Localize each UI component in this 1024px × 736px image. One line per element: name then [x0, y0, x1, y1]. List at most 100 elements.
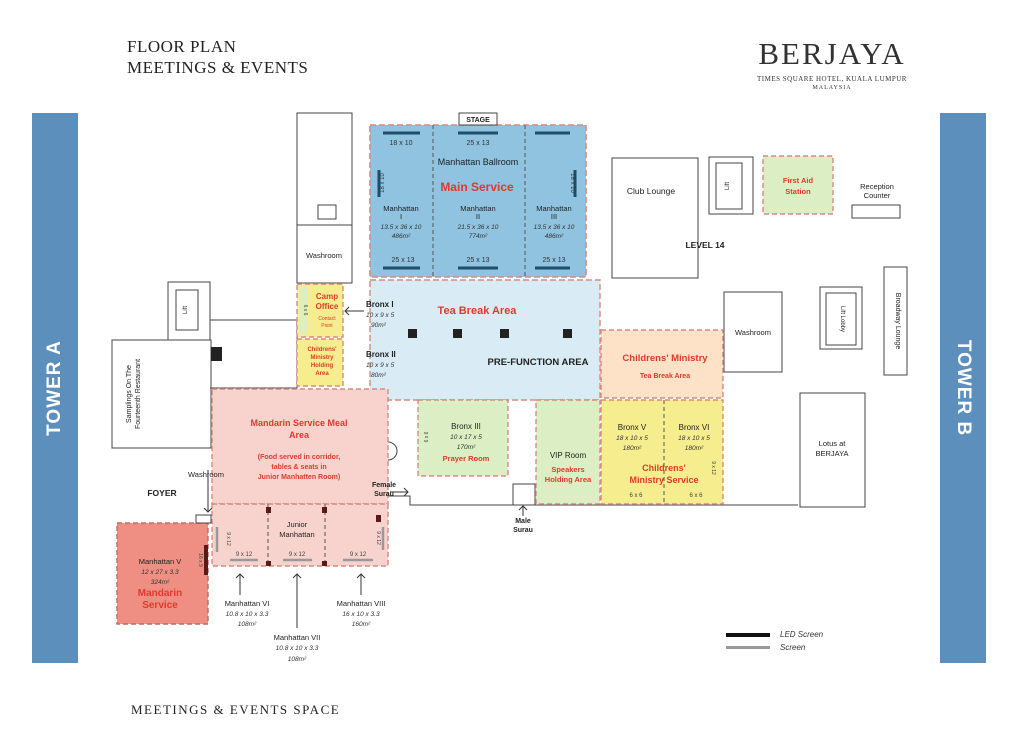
dims-label: 9 x 12	[350, 552, 367, 558]
childrens-holding-label: Childrens'	[307, 347, 337, 353]
female-surau-label: Surau	[374, 491, 394, 498]
lift-icon	[175, 289, 199, 331]
room-label: III	[551, 212, 557, 221]
manhattan-ballroom[interactable]	[369, 124, 587, 278]
manhattan-v-label: Manhattan V	[139, 557, 182, 566]
childrens-holding-label: Ministry	[310, 355, 334, 361]
screen-legend-swatch	[726, 646, 770, 649]
led-screen-mark	[211, 347, 222, 361]
bronx-iii-side-dims: 6 x 6	[424, 431, 430, 442]
room-area: 486m²	[392, 233, 411, 240]
tower-b-bar: TOWER B	[940, 113, 986, 663]
mandarin-meal-label: Mandarin Service Meal	[250, 418, 347, 428]
samplings-room	[111, 339, 212, 449]
led-screen-mark	[322, 561, 327, 566]
club-lounge-room	[611, 157, 699, 279]
junior-manhattan-strip[interactable]	[211, 503, 389, 567]
brand-country: MALAYSIA	[812, 85, 852, 91]
led-screen-mark	[563, 329, 572, 338]
lift-label: Lift	[183, 306, 189, 314]
childrens-holding-label: Area	[315, 371, 329, 377]
room-label: Manhattan	[383, 204, 418, 213]
childrens-holding-room[interactable]	[296, 338, 344, 387]
level-label: LEVEL 14	[685, 240, 724, 250]
lotus-label: Lotus at	[819, 439, 847, 448]
prefunction-label: PRE-FUNCTION AREA	[488, 357, 589, 368]
manhattan-viii-dims: 16 x 10 x 3.3	[342, 611, 380, 618]
room-label: I	[400, 212, 402, 221]
camp-office-label: Office	[316, 302, 339, 311]
vip-room-note: Holding Area	[545, 475, 592, 484]
page-title: FLOOR PLAN MEETINGS & EVENTS	[127, 36, 308, 78]
arrow-icon	[518, 505, 528, 516]
childrens-tea-label: Childrens' Ministry	[622, 353, 708, 364]
bronx-v-area: 180m²	[623, 445, 642, 452]
room-dims: 13.5 x 36 x 10	[534, 224, 575, 231]
dims-label: 9 x 12	[375, 531, 381, 545]
manhattan-v-dims: 12 x 27 x 3.3	[141, 569, 179, 576]
manhattan-v-area: 324m²	[151, 579, 170, 586]
ballroom-dims-label: 25 x 13	[467, 140, 490, 147]
foyer-label: FOYER	[147, 488, 176, 498]
childrens-tea-area[interactable]	[600, 329, 724, 399]
manhattan-vi-label: Manhattan VI	[225, 599, 270, 608]
samplings-label: Fourteenth Restaurant	[135, 359, 142, 429]
lift-label: Lift	[725, 182, 731, 190]
tea-break-label: Tea Break Area	[438, 305, 518, 317]
mandarin-meal-area[interactable]	[211, 388, 389, 505]
room-label: II	[476, 212, 480, 221]
arrow-icon	[203, 470, 213, 513]
arrow-icon	[235, 573, 245, 595]
bronx-i-dims: 10 x 9 x 5	[366, 312, 395, 319]
bronx-ii-dims: 10 x 9 x 5	[366, 362, 395, 369]
first-aid-label: Station	[785, 187, 811, 196]
first-aid-label: First Aid	[783, 176, 814, 185]
manhattan-vii-area: 108m²	[288, 656, 307, 663]
room-dims: 13.5 x 36 x 10	[381, 224, 422, 231]
vip-room[interactable]	[535, 399, 601, 505]
vip-room-note: Speakers	[551, 465, 584, 474]
bronx-iii-room[interactable]	[417, 399, 509, 477]
bronx-i-area: 90m²	[371, 322, 387, 329]
manhattan-v-room[interactable]	[116, 522, 209, 625]
childrens-tea-label: Tea Break Area	[640, 373, 690, 380]
club-lounge-label: Club Lounge	[627, 186, 675, 196]
dims-label: 9 x 12	[236, 552, 253, 558]
bronx-ii-label: Bronx II	[366, 350, 396, 359]
washroom-top-room	[296, 224, 353, 284]
ballroom-dims-label: 18 x 10	[380, 172, 386, 192]
ballroom-title: Manhattan Ballroom	[438, 157, 519, 167]
arrow-icon	[390, 487, 409, 497]
led-screen-mark	[408, 329, 417, 338]
led-screen-mark	[204, 545, 208, 575]
reception-label: Reception	[860, 182, 894, 191]
pre-function-area[interactable]	[369, 279, 601, 401]
led-screen-mark	[266, 507, 271, 513]
arrow-icon	[292, 573, 302, 628]
room-area: 774m²	[469, 233, 488, 240]
manhattan-vi-dims: 10.8 x 10 x 3.3	[226, 611, 269, 618]
led-screen-mark	[500, 329, 509, 338]
bronx-v-vi-room[interactable]	[600, 399, 724, 505]
brand-name: BERJAYA	[758, 36, 906, 71]
ballroom-dims-label: 25 x 13	[392, 257, 415, 264]
room-label: Manhattan	[460, 204, 495, 213]
room-label: Manhattan	[536, 204, 571, 213]
male-surau-label: Male	[515, 518, 531, 525]
bronx-iii-dims: 10 x 17 x 5	[450, 434, 482, 441]
bronx-v-label: Bronx V	[618, 423, 647, 432]
stage	[458, 112, 498, 126]
first-aid-station[interactable]	[762, 155, 834, 215]
female-surau-label: Female	[372, 482, 396, 489]
manhattan-viii-area: 160m²	[352, 621, 371, 628]
brand-logo: BERJAYA TIMES SQUARE HOTEL, KUALA LUMPUR…	[752, 38, 912, 93]
arrow-icon	[356, 573, 366, 595]
reception-label: Counter	[864, 191, 891, 200]
camp-office-stripe	[299, 286, 307, 334]
dims-label: 6 x 6	[629, 493, 643, 499]
camp-office-note: Point	[321, 323, 333, 329]
childrens-service-label: Childrens'	[642, 463, 686, 473]
bronx-iii-area: 170m²	[457, 444, 476, 451]
room-dims: 21.5 x 36 x 10	[457, 224, 499, 231]
